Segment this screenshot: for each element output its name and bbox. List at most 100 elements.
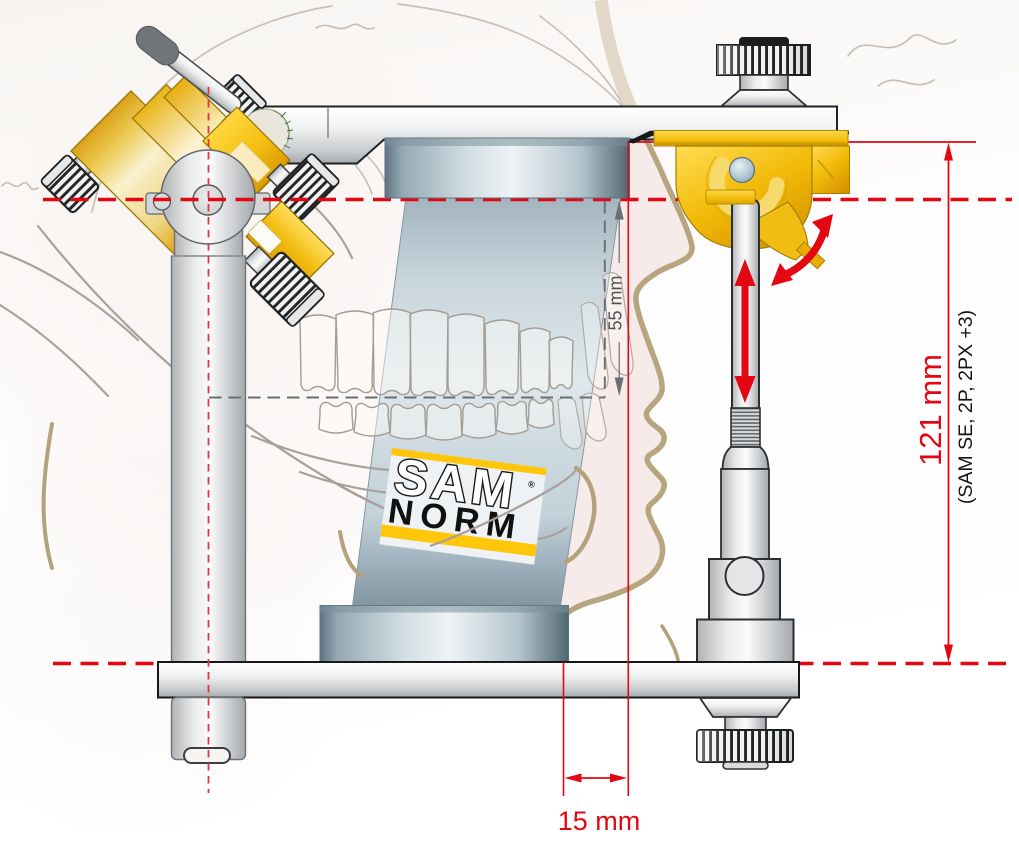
nut-cap [722,761,769,770]
dim15-text: 15 mm [558,806,641,836]
upper-incisor [602,272,634,376]
dimension-55mm: 55 mm [209,200,626,399]
dimension-overlay: 55 mm 121 mm (SAM SE, 2P, 2PX +3) 15 mm [207,87,977,836]
skull-temporal-arc [539,15,627,111]
table-lower-step [705,189,756,205]
rotation-arrow-head-high [812,214,833,238]
pin-clamp-knob [724,556,765,596]
dimension-15mm: 15 mm [558,141,641,836]
scale-tick [280,111,287,118]
pin-cylinder [720,468,770,560]
scale-tick [286,129,294,132]
mandible-line [0,303,110,398]
dim55-arrowhead-top [614,200,624,220]
skull-suture-squiggle [847,34,957,57]
nut-knurl-shine [697,730,793,762]
support-handle [135,25,242,114]
lower-bar [157,661,800,699]
skull-suture-squiggle [1,181,39,191]
column-main [170,255,247,669]
screw-cap [232,74,267,109]
skull-outline [1,3,957,213]
pin-travel-arrow [734,259,756,403]
pin-base-block [696,618,795,664]
upper-teeth [299,272,634,397]
screw-knurl-shine [717,45,810,75]
tooth [484,319,520,396]
pin-collar [721,446,770,470]
dim55-text: 55 mm [606,275,626,330]
tooth [372,308,412,396]
maxillary-plate-lip [385,138,630,146]
lower-frame [157,661,800,770]
nut-neck [724,716,767,731]
skull-suture-squiggle [315,23,375,30]
jaw-line-over-label [429,469,577,548]
brand-registered-mark: ® [527,479,535,490]
mounting-plates [319,137,630,663]
incisal-pin [696,198,795,664]
scale-tick [286,137,294,140]
tooth [548,336,574,390]
lower-incisor [581,392,607,442]
nut-cone [698,697,793,718]
dim121-arrowhead-bottom [944,644,953,663]
label-top-stripe [391,448,547,476]
scale-tick [284,120,292,125]
handle-tip [135,25,180,66]
anatomy-tan-lines [41,422,680,662]
chin-tan-hook [563,465,597,565]
mandibular-plate-lip [320,605,569,613]
screw-cap [286,288,325,327]
pin-arrow-up [734,259,756,286]
table-rotation-arrow [771,214,833,286]
dimension-121mm: 121 mm (SAM SE, 2P, 2PX +3) [913,142,977,663]
cheekbone-line [314,206,354,260]
tooth [519,327,551,394]
incisal-ball [728,156,756,184]
tooth [389,403,427,440]
jaw-angle-tan-line [338,530,364,578]
mandible-body-line [250,434,404,473]
neck-tan-line [41,422,54,570]
condylar-lower-block [245,200,335,290]
dim121-text: 121 mm [913,354,948,466]
condylar-assembly-upper [135,25,340,669]
dim121-arrowhead-top [944,142,953,161]
center-locking-screw [716,37,811,108]
dim15-arrowhead-right [610,773,627,783]
tooth [447,313,485,397]
tooth [335,310,375,394]
pin-thread [730,407,761,448]
tooth [299,314,337,392]
face-profile-line [545,125,695,635]
jaw-outline [0,206,568,545]
maxillary-mounting-plate [384,137,630,199]
condyle-scale-ticks [280,111,294,149]
condyle-screw-bottom [243,245,325,327]
screw-cap [305,153,340,188]
lower-teeth [318,392,607,450]
screw-cap [40,154,74,188]
dim15-arrowhead-left [564,773,582,783]
tooth [353,402,391,437]
tooth [409,309,449,397]
table-block-groove [817,159,834,179]
tooth [425,403,463,441]
pin-arrow-down [734,376,756,403]
tooth [461,402,497,439]
table-strip-lip [655,142,847,146]
upper-incisor [580,301,609,390]
dim121-note: (SAM SE, 2P, 2PX +3) [955,310,977,504]
teeth [299,272,634,450]
foot-pad [183,747,231,764]
skull-frontal-arc [397,3,631,116]
mandible-line [0,250,140,342]
skull-suture-squiggle [877,79,935,87]
condylar-lower-notch [247,219,283,255]
screw-neck [739,74,789,91]
tooth [527,398,555,429]
label-bottom-stripe [380,524,537,557]
